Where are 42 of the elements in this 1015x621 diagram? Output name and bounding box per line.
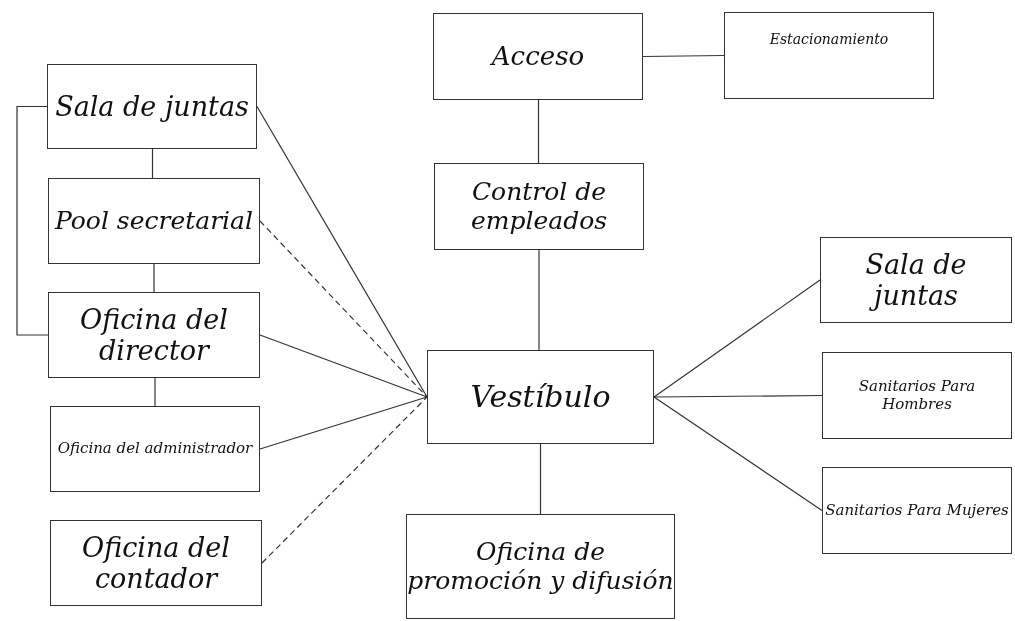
- connector-line: [538, 249, 540, 351]
- connector-line: [642, 54, 725, 58]
- connector-line: [154, 377, 156, 407]
- room-box: [50, 406, 260, 492]
- room-box: [406, 514, 675, 619]
- room-label: Sala de juntas: [864, 248, 968, 312]
- connector-line: [153, 263, 155, 293]
- room-box: [427, 350, 654, 444]
- room-label: Sala de juntas: [55, 90, 249, 122]
- room-box: [433, 13, 643, 100]
- room-label: Oficina del director: [79, 303, 229, 367]
- connector-line: [259, 396, 428, 450]
- room-label: Oficina de promoción y difusión: [407, 537, 674, 596]
- room-label: Estacionamiento: [769, 31, 889, 48]
- room-label: Oficina del administrador: [57, 440, 253, 458]
- room-label: Sanitarios Para Hombres: [857, 378, 977, 413]
- room-box: [47, 64, 257, 149]
- connector-line: [151, 148, 154, 179]
- connector-line: [261, 396, 428, 564]
- connector-line: [259, 334, 428, 398]
- room-label: Acceso: [491, 41, 585, 72]
- room-label: Sanitarios Para Mujeres: [825, 501, 1009, 520]
- connector-line: [16, 105, 49, 336]
- room-box: [822, 467, 1012, 554]
- connector-line: [259, 220, 428, 398]
- connector-line: [653, 279, 821, 398]
- connector-line: [653, 394, 823, 398]
- room-box: [50, 520, 262, 606]
- connector-line: [653, 396, 823, 512]
- room-box: [822, 352, 1012, 439]
- room-label: Vestíbulo: [470, 379, 611, 415]
- connector-line: [539, 443, 542, 515]
- room-label: Oficina del contador: [81, 531, 231, 595]
- room-label: Pool secretarial: [55, 206, 253, 236]
- room-box: [48, 292, 260, 378]
- room-box: [48, 178, 260, 264]
- connector-line: [537, 99, 540, 164]
- room-box: [724, 12, 934, 99]
- room-box: [820, 237, 1012, 323]
- connector-line: [256, 105, 428, 398]
- room-box: [434, 163, 644, 250]
- room-label: Control de empleados: [469, 177, 609, 236]
